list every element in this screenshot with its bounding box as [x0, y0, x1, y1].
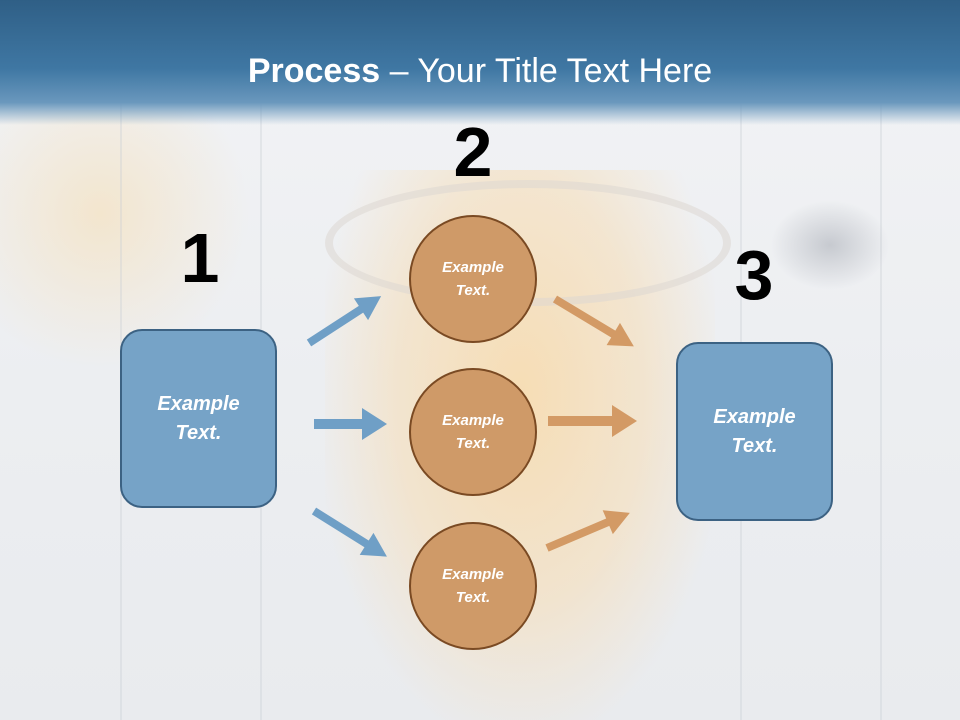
- arrow-up-right-icon: [545, 510, 630, 552]
- title-bar: [0, 0, 960, 125]
- blue-arrows: [306, 296, 387, 557]
- circle-label: Example Text.: [442, 566, 504, 606]
- circle-label: Example Text.: [442, 412, 504, 452]
- title-rest: – Your Title Text Here: [380, 52, 713, 90]
- step-number-2: 2: [453, 113, 493, 191]
- title-bold: Process: [247, 52, 381, 90]
- left-process-box[interactable]: Example Text.: [120, 329, 277, 508]
- slide-title: Process – Your Title Text Here: [0, 52, 960, 91]
- process-circle-bottom[interactable]: Example Text.: [409, 522, 537, 650]
- step-number-3: 3: [734, 236, 774, 314]
- arrow-right-icon: [314, 408, 387, 440]
- process-circle-middle[interactable]: Example Text.: [409, 368, 537, 496]
- arrow-down-right-icon: [311, 507, 387, 557]
- left-box-label: Example Text.: [157, 392, 240, 444]
- arrow-down-right-icon: [552, 295, 634, 347]
- circle-label: Example Text.: [442, 259, 504, 299]
- orange-arrows: [545, 295, 637, 552]
- arrow-right-icon: [548, 405, 637, 437]
- step-number-1: 1: [180, 219, 220, 297]
- arrow-up-right-icon: [306, 296, 382, 347]
- right-process-box[interactable]: Example Text.: [676, 342, 833, 521]
- right-box-label: Example Text.: [713, 405, 796, 457]
- process-circle-top[interactable]: Example Text.: [409, 215, 537, 343]
